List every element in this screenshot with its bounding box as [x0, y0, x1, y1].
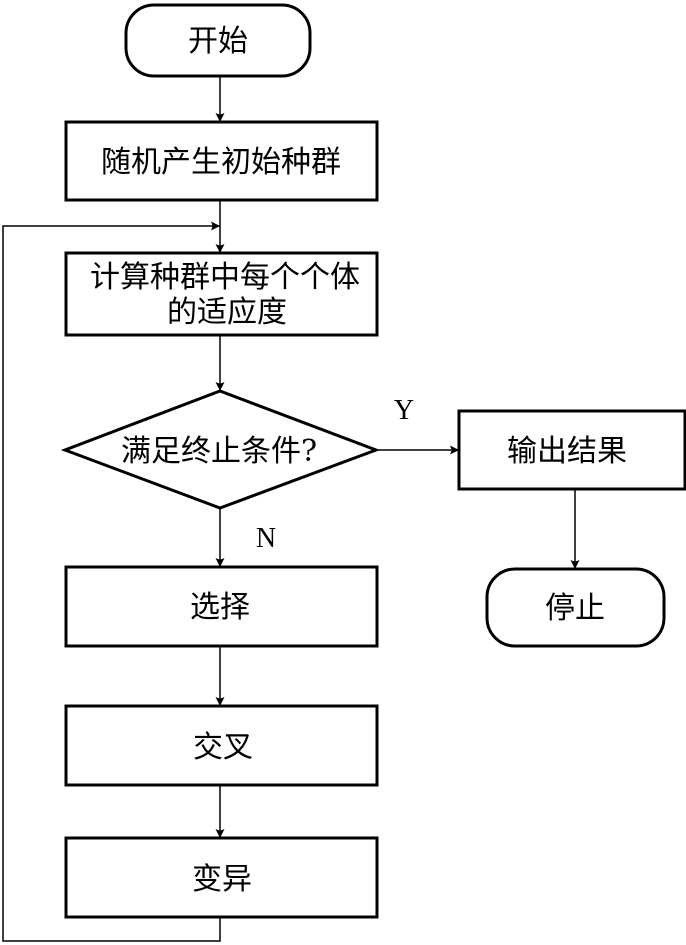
start-label: 开始 [188, 24, 248, 59]
stop-node: 停止 [485, 567, 666, 648]
crossover-label: 交叉 [193, 730, 253, 765]
output-label: 输出结果 [507, 434, 627, 469]
fitness-label-line2: 的适应度 [167, 295, 287, 330]
init-population-node: 随机产生初始种群 [64, 120, 379, 202]
fitness-label-line1: 计算种群中每个个体 [90, 260, 360, 295]
selection-label: 选择 [190, 590, 250, 625]
condition-label: 满足终止条件? [121, 434, 317, 469]
fitness-node: 计算种群中每个个体 的适应度 [64, 251, 379, 337]
condition-node: 满足终止条件? [60, 389, 381, 510]
loop-back-connector [2, 221, 221, 942]
yes-edge-label: Y [394, 395, 414, 426]
output-node: 输出结果 [457, 409, 686, 491]
mutation-node: 变异 [64, 836, 379, 919]
selection-node: 选择 [64, 565, 379, 648]
stop-label: 停止 [545, 591, 605, 626]
crossover-node: 交叉 [64, 704, 379, 787]
no-edge-label: N [256, 523, 276, 554]
start-node: 开始 [124, 3, 312, 78]
mutation-label: 变异 [192, 862, 252, 897]
init-population-label: 随机产生初始种群 [101, 145, 341, 180]
